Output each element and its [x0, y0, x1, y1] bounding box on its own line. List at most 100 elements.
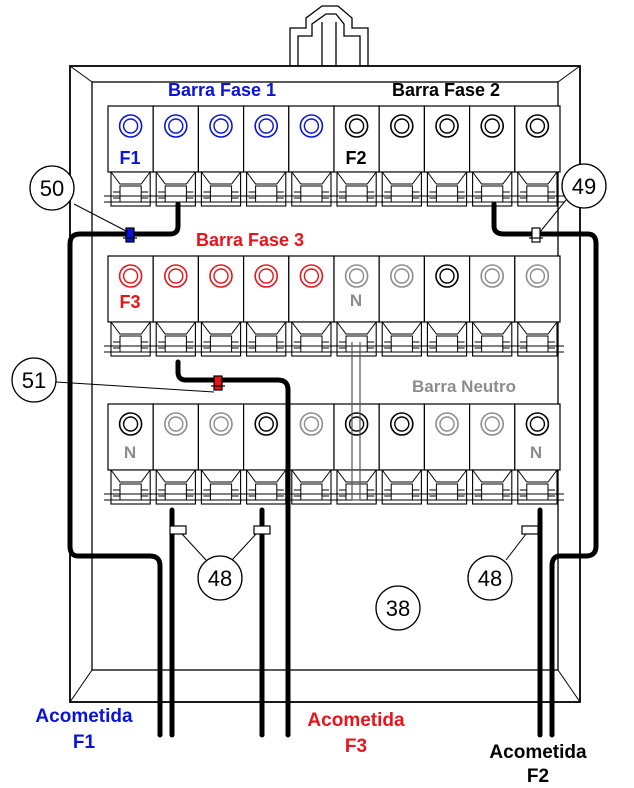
screw-icon: [299, 264, 324, 288]
terminal-block: [333, 403, 380, 505]
label-barra-fase-2: Barra Fase 2: [392, 80, 500, 100]
terminal-block: [107, 105, 154, 207]
callout-48-right-text: 48: [478, 566, 502, 591]
callout-51-text: 51: [22, 368, 46, 393]
acometida-f3: Acometida F3: [307, 710, 405, 757]
terminal-block: [469, 105, 516, 207]
screw-icon: [164, 412, 188, 436]
screw-icon: [118, 412, 143, 436]
screw-icon: [164, 264, 188, 288]
tag-f1: F1: [119, 148, 140, 168]
terminal-row-1: [104, 105, 564, 207]
terminal-block: [243, 255, 290, 357]
screw-icon: [254, 412, 279, 436]
terminal-block: [243, 403, 290, 505]
terminal-row-3: [104, 403, 564, 505]
screw-icon: [254, 264, 279, 288]
screw-icon: [118, 114, 143, 138]
screw-icon: [435, 264, 459, 288]
screw-icon: [209, 114, 233, 138]
callout-38: 38: [375, 585, 421, 631]
tag-n-row2: N: [350, 291, 362, 310]
cable-f3: [175, 359, 291, 738]
screw-icon: [525, 264, 550, 288]
clamp-48-b: [253, 525, 271, 535]
cable-f1-loop: [67, 201, 181, 738]
terminal-block: [152, 403, 199, 505]
terminal-block: [514, 403, 561, 505]
callout-51: 51: [11, 357, 57, 403]
tag-n-row3-right: N: [530, 443, 542, 462]
label-barra-fase-3: Barra Fase 3: [196, 230, 304, 250]
screw-icon: [299, 412, 324, 436]
screw-icon: [525, 114, 550, 138]
terminal-block: [423, 255, 471, 357]
terminal-block: [378, 105, 426, 207]
screw-icon: [254, 114, 279, 138]
cables: [67, 201, 599, 738]
screw-icon: [344, 412, 369, 436]
terminal-block: [514, 255, 561, 357]
terminal-block: [152, 255, 199, 357]
callout-50: 50: [29, 165, 75, 211]
terminal-block: [152, 105, 199, 207]
callout-48-left-text: 48: [208, 566, 232, 591]
terminal-block: [288, 403, 335, 505]
terminal-block: [288, 255, 335, 357]
clamp-51: [211, 375, 225, 391]
callout-49: 49: [561, 163, 607, 209]
terminal-block: [514, 105, 561, 207]
callout-49-text: 49: [572, 174, 596, 199]
acometida-f2-line1: Acometida: [489, 742, 587, 763]
acometida-f2: Acometida F2: [489, 742, 587, 787]
terminal-block: [197, 105, 245, 207]
acometida-f1-line2: F1: [73, 732, 96, 753]
terminal-block: [423, 403, 471, 505]
screw-icon: [480, 114, 505, 138]
tag-f2: F2: [345, 148, 366, 168]
terminal-block: [333, 105, 380, 207]
screw-icon: [480, 412, 505, 436]
screw-icon: [389, 114, 414, 138]
terminal-block: [197, 403, 245, 505]
tag-f3: F3: [119, 292, 140, 312]
callout-48-right: 48: [467, 555, 513, 601]
acometida-f3-line2: F3: [345, 736, 367, 757]
terminal-block: [243, 105, 290, 207]
cable-f2-right: [491, 201, 599, 738]
neutral-bridge: [351, 342, 361, 501]
acometida-f1: Acometida F1: [35, 706, 133, 753]
screw-icon: [525, 412, 550, 436]
screw-icon: [344, 264, 369, 288]
terminal-block: [378, 403, 426, 505]
hanging-tab: [289, 5, 369, 66]
acometida-f2-line2: F2: [527, 766, 549, 787]
leader-lines: [55, 199, 567, 561]
acometida-f3-line1: Acometida: [307, 710, 405, 731]
terminal-block: [197, 255, 245, 357]
screw-icon: [118, 264, 143, 288]
callout-48-left: 48: [197, 555, 243, 601]
screw-icon: [435, 114, 459, 138]
terminal-block: [107, 403, 154, 505]
label-barra-neutro: Barra Neutro: [412, 377, 516, 396]
clamp-48-a: [169, 525, 187, 535]
screw-icon: [209, 412, 233, 436]
clamp-48-c: [521, 525, 539, 535]
acometida-f1-line1: Acometida: [35, 706, 133, 727]
label-barra-fase-1: Barra Fase 1: [168, 80, 276, 100]
callout-50-text: 50: [40, 176, 64, 201]
terminal-block: [378, 255, 426, 357]
screw-icon: [389, 412, 414, 436]
tag-n-row3-left: N: [124, 443, 136, 462]
terminal-block: [469, 255, 516, 357]
screw-icon: [164, 114, 188, 138]
terminal-block: [469, 403, 516, 505]
terminal-block: [423, 105, 471, 207]
screw-icon: [435, 412, 459, 436]
screw-icon: [344, 114, 369, 138]
screw-icon: [480, 264, 505, 288]
cable-clamps: [123, 227, 543, 535]
terminal-row-2: [104, 255, 564, 357]
